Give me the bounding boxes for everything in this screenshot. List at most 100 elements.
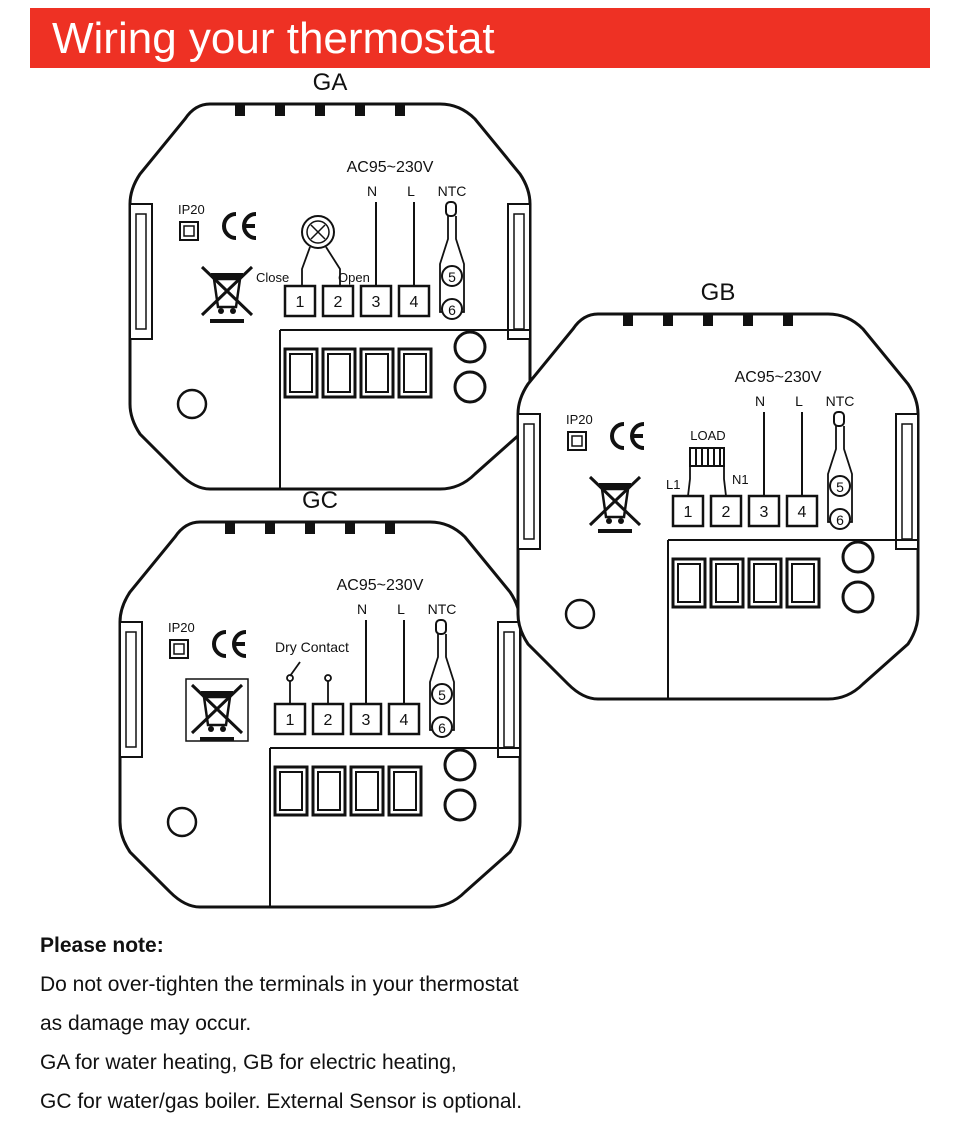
sensor-terminal-6: 6: [448, 302, 456, 318]
note-line-3: GA for water heating, GB for electric he…: [40, 1051, 457, 1074]
weee-cross: [200, 265, 254, 317]
weee-wheel: [208, 726, 214, 732]
ce-e: [232, 630, 247, 658]
sensor-terminal-5: 5: [438, 687, 446, 703]
title-banner: Wiring your thermostat: [30, 8, 930, 68]
terminal-number-2: 2: [722, 504, 731, 521]
valve-actuator-mark: [310, 224, 326, 240]
notes-section: Please note: Do not over-tighten the ter…: [40, 926, 522, 1121]
weee-bin-body: [202, 695, 232, 727]
left-clip: [129, 203, 153, 340]
ntc-probe-tip: [435, 619, 447, 635]
top-notch: [225, 522, 235, 534]
note-line-1: Do not over-tighten the terminals in you…: [40, 973, 519, 996]
screw-port-inner: [365, 353, 389, 393]
top-notch: [345, 522, 355, 534]
screw-port-inner: [677, 563, 701, 603]
weee-bin-lid: [201, 691, 233, 696]
top-notch: [743, 314, 753, 326]
ip-square-inner: [183, 225, 195, 237]
ip-square-icon: [567, 431, 587, 451]
ip-rating-label: IP20: [168, 620, 195, 635]
weee-wheel: [220, 726, 226, 732]
dry-contact-switch: [289, 661, 301, 677]
valve-close-wire: [301, 246, 311, 286]
ip-square-icon: [169, 639, 189, 659]
sensor-port-5: [841, 540, 875, 574]
dry-contact-label: Dry Contact: [275, 639, 349, 655]
terminal-box-2: [321, 284, 355, 318]
ce-c: [222, 212, 237, 240]
ip-square-inner: [571, 435, 583, 447]
right-clip: [895, 413, 919, 550]
ce-mark-icon: [222, 212, 257, 240]
right-clip: [507, 203, 531, 340]
voltage-label: AC95~230V: [735, 369, 822, 386]
top-notch: [315, 104, 325, 116]
ce-mark-icon: [610, 422, 645, 450]
terminal-number-4: 4: [400, 712, 409, 729]
voltage-label: AC95~230V: [347, 159, 434, 176]
sensor-terminal-5-circle: [829, 475, 851, 497]
top-notch: [275, 104, 285, 116]
dry-contact-node: [324, 674, 332, 682]
weee-bin-body: [600, 487, 630, 519]
ntc-probe-tip: [445, 201, 457, 217]
ce-e: [242, 212, 257, 240]
screw-port-inner: [791, 563, 815, 603]
screw-port-inner: [715, 563, 739, 603]
notes-heading: Please note:: [40, 934, 164, 957]
weee-wheel: [218, 308, 224, 314]
terminal-number-2: 2: [324, 712, 333, 729]
left-clip: [119, 621, 143, 758]
screw-port-inner: [393, 771, 417, 811]
ip-square-inner: [173, 643, 185, 655]
right-clip: [497, 621, 521, 758]
open-label: Open: [338, 270, 370, 285]
note-line-2: as damage may occur.: [40, 1012, 252, 1035]
left-clip-inner: [523, 423, 535, 540]
sensor-terminal-6: 6: [438, 720, 446, 736]
load-element-icon: [689, 447, 725, 467]
screw-port-inner: [289, 353, 313, 393]
terminal-number-1: 1: [684, 504, 693, 521]
device-label: GC: [302, 487, 338, 514]
weee-bin-lid: [211, 273, 243, 278]
mounting-hole: [166, 806, 198, 838]
screw-port-inner: [279, 771, 303, 811]
mounting-hole: [176, 388, 208, 420]
weee-bar: [598, 529, 632, 533]
ntc-label: NTC: [826, 393, 855, 409]
weee-cross: [588, 475, 642, 527]
screw-port-inner: [317, 771, 341, 811]
sensor-port-6: [453, 370, 487, 404]
weee-bin-icon: [588, 475, 642, 533]
weee-wheel: [230, 308, 236, 314]
sensor-terminal-5: 5: [836, 479, 844, 495]
weee-bin-icon: [185, 678, 249, 742]
screw-port-inner: [327, 353, 351, 393]
sensor-port-6: [443, 788, 477, 822]
sensor-terminal-5-circle: [431, 683, 453, 705]
weee-bin-body: [212, 277, 242, 309]
load-label: LOAD: [690, 428, 725, 443]
ce-e: [630, 422, 645, 450]
neutral-label: N: [755, 393, 765, 409]
sensor-terminal-6-circle: [431, 716, 453, 738]
ntc-label: NTC: [428, 601, 457, 617]
sensor-terminal-6-circle: [441, 298, 463, 320]
n1-label: N1: [732, 472, 749, 487]
top-notch: [265, 522, 275, 534]
weee-bar: [210, 319, 244, 323]
sensor-port-5: [453, 330, 487, 364]
live-label: L: [795, 393, 803, 409]
valve-actuator-inner: [306, 220, 330, 244]
terminal-number-3: 3: [362, 712, 371, 729]
ce-c: [610, 422, 625, 450]
terminal-box-3: [359, 284, 393, 318]
terminal-number-3: 3: [372, 294, 381, 311]
top-notch: [235, 104, 245, 116]
